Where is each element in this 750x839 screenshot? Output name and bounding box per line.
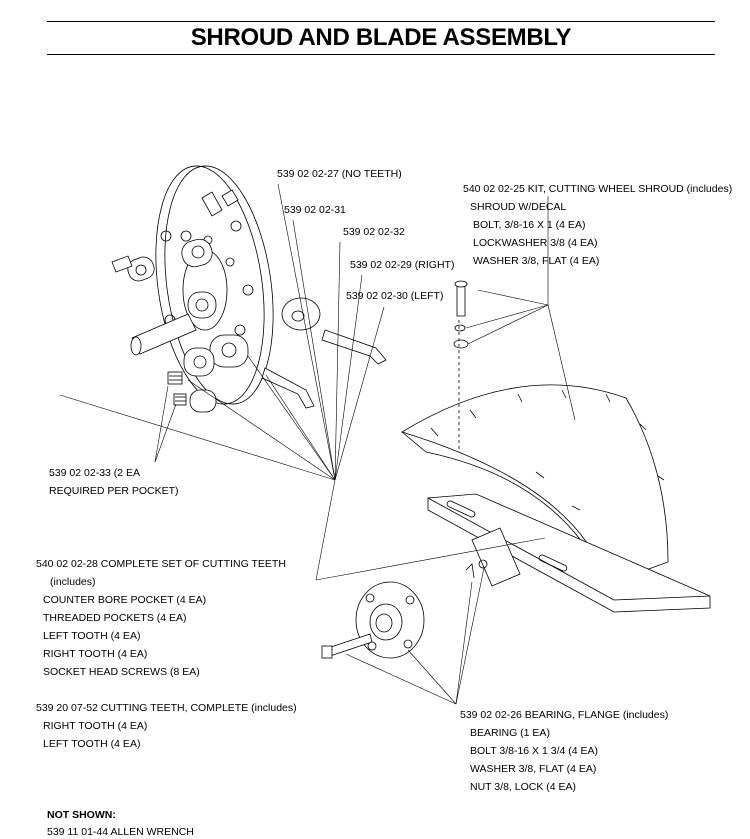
teeth-complete-item: LEFT TOOTH (4 EA) [43,738,141,750]
shroud-kit-item: BOLT, 3/8-16 X 1 (4 EA) [473,219,586,231]
callout-29-right: 539 02 02-29 (RIGHT) [350,259,455,271]
teeth-set-item: THREADED POCKETS (4 EA) [43,612,187,624]
teeth-set-item: COUNTER BORE POCKET (4 EA) [43,594,207,606]
shroud-kit-header: 540 02 02-25 KIT, CUTTING WHEEL SHROUD (… [463,183,733,195]
page-title: SHROUD AND BLADE ASSEMBLY [190,24,572,51]
leader-lines [59,183,576,705]
bearing-item: BOLT 3/8-16 X 1 3/4 (4 EA) [470,745,599,757]
not-shown-item: 539 11 01-44 ALLEN WRENCH [47,826,194,838]
teeth-complete-header: 539 20 07-52 CUTTING TEETH, COMPLETE (in… [36,702,297,714]
teeth-set-item: LEFT TOOTH (4 EA) [43,630,141,642]
teeth-set-header: 540 02 02-28 COMPLETE SET OF CUTTING TEE… [36,558,286,570]
top-rule [47,21,715,22]
teeth-set-item: RIGHT TOOTH (4 EA) [43,648,148,660]
callout-33-line2: REQUIRED PER POCKET) [49,485,179,497]
callout-no-teeth: 539 02 02-27 (NO TEETH) [277,168,402,180]
callout-30-left: 539 02 02-30 (LEFT) [346,290,444,302]
bearing-header: 539 02 02-26 BEARING, FLANGE (includes) [460,709,669,721]
shroud-kit-item: WASHER 3/8, FLAT (4 EA) [473,255,600,267]
shroud-kit-item: SHROUD W/DECAL [470,201,567,213]
teeth-set-item: SOCKET HEAD SCREWS (8 EA) [43,666,200,678]
title-underline [47,54,715,55]
callout-31: 539 02 02-31 [284,204,346,216]
teeth-set-sub: (includes) [50,576,96,588]
shroud [401,280,711,613]
teeth-complete-item: RIGHT TOOTH (4 EA) [43,720,148,732]
shroud-kit-item: LOCKWASHER 3/8 (4 EA) [473,237,598,249]
not-shown-heading: NOT SHOWN: [47,809,116,821]
flange-bearing [321,581,425,659]
cutting-wheel [111,165,387,413]
callout-32: 539 02 02-32 [343,226,405,238]
bearing-item: NUT 3/8, LOCK (4 EA) [470,781,577,793]
bearing-item: BEARING (1 EA) [470,727,550,739]
bearing-item: WASHER 3/8, FLAT (4 EA) [470,763,597,775]
callout-33-line1: 539 02 02-33 (2 EA [49,467,141,479]
